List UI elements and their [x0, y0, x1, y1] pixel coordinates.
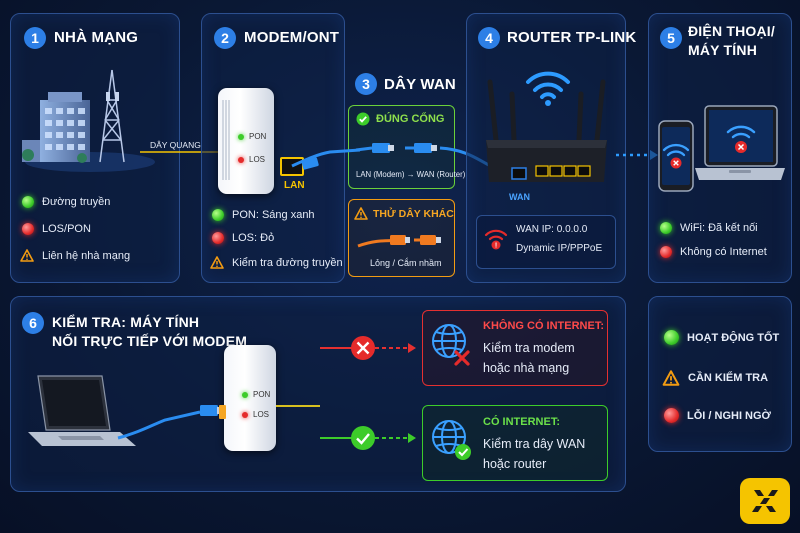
modem-item-los: LOS: Đỏ [212, 232, 274, 244]
phone-icon [658, 120, 694, 192]
warning-icon [20, 249, 34, 262]
isp-item-contact: Liên hệ nhà mạng [20, 249, 130, 262]
green-dot-icon [22, 196, 34, 208]
panel-device-title-1: ĐIỆN THOẠI/ [688, 23, 775, 39]
red-dot-icon [660, 246, 672, 258]
test-laptop-icon [28, 375, 136, 446]
warning-icon [354, 207, 368, 220]
test-fail-line2: hoặc nhà mạng [483, 361, 570, 375]
modem-pon-label: PON [249, 132, 267, 141]
check-circle-icon [356, 112, 370, 126]
wan-wrong-caption: Lỏng / Cắm nhầm [370, 258, 442, 268]
panel-test [10, 296, 626, 492]
laptop-icon [695, 105, 785, 180]
panel-isp-title: NHÀ MẠNG [54, 29, 139, 46]
test-fail-title: KHÔNG CÓ INTERNET: [483, 320, 604, 332]
wifi-error-icon: ! [484, 229, 508, 250]
panel-device-title-2: MÁY TÍNH [688, 42, 758, 58]
modem-item-check: Kiểm tra đường truyền [210, 256, 343, 269]
legend-item-error: LỖI / NGHI NGỜ [664, 408, 771, 423]
panel-modem-title: MODEM/ONT [244, 29, 340, 46]
laptop-wifi-error-icon [726, 125, 756, 153]
isp-item-los: LOS/PON [22, 223, 91, 235]
legend-item-check: CẦN KIỂM TRA [662, 370, 768, 386]
test-ok-line1: Kiểm tra dây WAN [483, 437, 586, 451]
wan-wrong-heading: THỬ DÂY KHÁC [354, 207, 454, 220]
router-device [486, 79, 607, 182]
green-dot-icon [660, 222, 672, 234]
router-wan-ip: WAN IP: 0.0.0.0 [516, 224, 588, 235]
phone-wifi-error-icon [662, 143, 690, 169]
test-ok-title: CÓ INTERNET: [483, 416, 560, 428]
test-modem-pon-label: PON [253, 390, 271, 399]
svg-text:!: ! [495, 243, 497, 250]
panel-test-title-2: NỐI TRỰC TIẾP VỚI MODEM [52, 333, 248, 349]
red-dot-icon [664, 408, 679, 423]
globe-error-icon [432, 324, 470, 366]
step-badge-4: 4 [478, 27, 500, 49]
test-modem-port [219, 405, 226, 419]
test-modem-los-led [242, 412, 248, 418]
test-ok-line2: hoặc router [483, 457, 547, 471]
test-ok-box [422, 405, 608, 481]
step-badge-6: 6 [22, 312, 44, 334]
step-badge-1: 1 [24, 27, 46, 49]
red-dot-icon [22, 223, 34, 235]
wan-correct-caption: LAN (Modem) → WAN (Router) [356, 170, 466, 179]
test-modem-los-label: LOS [253, 410, 270, 419]
router-connection-type: Dynamic IP/PPPoE [516, 243, 603, 254]
panel-test-title-1: KIỂM TRA: MÁY TÍNH [52, 314, 200, 330]
modem-lan-label: LAN [284, 180, 305, 191]
test-modem-pon-led [242, 392, 248, 398]
panel-router-title: ROUTER TP-LINK [507, 29, 637, 46]
device-item-internet: Không có Internet [660, 246, 767, 258]
test-modem-device [224, 345, 276, 451]
warning-icon [662, 370, 680, 386]
modem-device [218, 88, 274, 194]
warning-icon [210, 256, 224, 269]
green-dot-icon [664, 330, 679, 345]
isp-building-icon [22, 69, 155, 172]
modem-item-pon: PON: Sáng xanh [212, 209, 315, 221]
legend-item-good: HOẠT ĐỘNG TỐT [664, 330, 779, 345]
modem-vent [222, 100, 230, 180]
router-wifi-icon [526, 71, 570, 106]
brand-logo [740, 478, 790, 524]
device-item-wifi: WiFi: Đã kết nối [660, 222, 758, 234]
modem-los-label: LOS [249, 155, 266, 164]
step-badge-5: 5 [660, 27, 682, 49]
router-info-box [476, 215, 616, 269]
green-dot-icon [212, 209, 224, 221]
router-wan-label: WAN [509, 192, 530, 202]
logo-mark-icon [752, 490, 778, 512]
step-badge-2: 2 [214, 27, 236, 49]
isp-item-line: Đường truyền [22, 196, 110, 208]
step-badge-3: 3 [355, 73, 377, 95]
wan-correct-heading: ĐÚNG CỔNG [356, 112, 444, 126]
red-dot-icon [212, 232, 224, 244]
panel-wan-title: DÂY WAN [384, 76, 456, 93]
fiber-label: DÂY QUANG [150, 140, 201, 150]
test-fail-line1: Kiểm tra modem [483, 341, 575, 355]
modem-los-led [238, 157, 244, 163]
modem-pon-led [238, 134, 244, 140]
globe-ok-icon [432, 420, 471, 460]
